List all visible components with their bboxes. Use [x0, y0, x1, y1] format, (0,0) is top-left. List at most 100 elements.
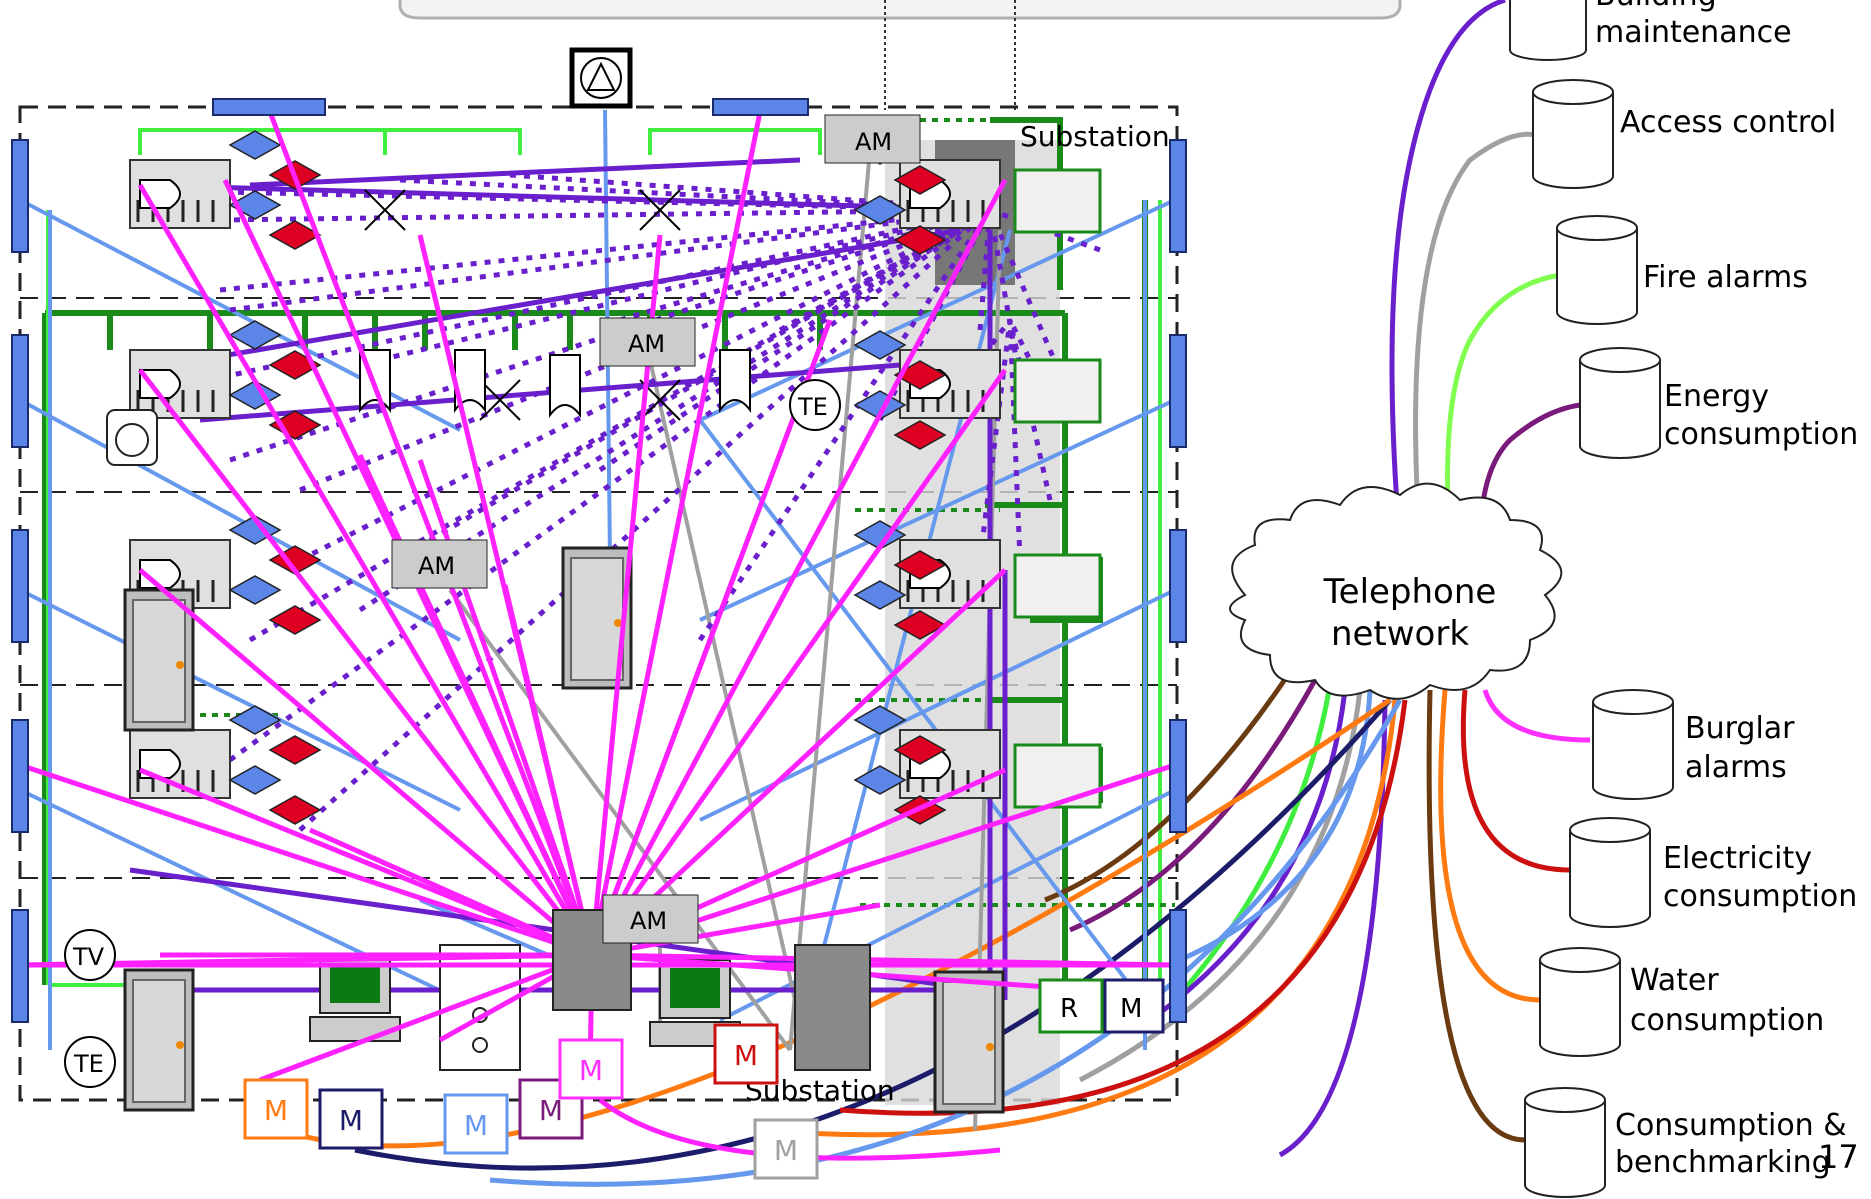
db-label: Building [1595, 0, 1717, 13]
window-sensor-left [12, 910, 28, 1022]
window-sensor-left [12, 335, 28, 447]
am-label: AM [855, 128, 892, 156]
database-electricity-consumption: Electricity consumption [1570, 818, 1857, 927]
window-sensor-left [12, 720, 28, 832]
motion-sensor-icon [230, 576, 280, 604]
control-panel [130, 350, 230, 418]
magenta-line [270, 112, 592, 955]
te-label: TE [73, 1050, 104, 1078]
door-handle [986, 1043, 994, 1051]
relay-controller [1015, 360, 1100, 422]
cloud-label-line1: Telephone [1323, 572, 1497, 612]
meter-label: M [339, 1104, 363, 1137]
magenta-line [360, 455, 592, 955]
meter-label: M [774, 1134, 798, 1167]
am-label: AM [630, 907, 667, 935]
am-label: AM [628, 330, 665, 358]
db-label: Electricity [1663, 841, 1812, 876]
purple-line [250, 160, 800, 185]
meter-label: M [734, 1039, 758, 1072]
te-outlet: TE [790, 380, 840, 430]
tv-label: TV [72, 943, 105, 971]
am-module: AM [825, 115, 920, 163]
te-label: TE [797, 393, 828, 421]
db-label: Consumption & [1615, 1108, 1847, 1143]
window-sensor-right [1170, 910, 1186, 1022]
meter-box: M [560, 1040, 622, 1098]
alarm-sensor-icon [270, 606, 320, 634]
central-controller-2 [795, 945, 870, 1070]
te-outlet: TE [65, 1037, 115, 1087]
valve-icon [640, 190, 680, 230]
telephone-network-cloud: Telephone network [1230, 484, 1561, 699]
magenta-line [592, 112, 760, 955]
database-energy-consumption: Energy consumption [1580, 348, 1858, 458]
meter-box: M [1105, 980, 1163, 1032]
meter-label: M [1120, 994, 1142, 1024]
cabinet-knob [473, 1038, 487, 1052]
door-handle [176, 1041, 184, 1049]
door-panel [133, 980, 185, 1102]
am-label: AM [418, 552, 455, 580]
db-label: consumption [1663, 879, 1857, 914]
window-sensor-right [1170, 530, 1186, 642]
detector-icon [720, 350, 750, 410]
computer-screen [670, 968, 720, 1008]
meter-box: M [245, 1080, 307, 1138]
top-frame [400, 0, 1400, 18]
db-label: Energy [1664, 379, 1769, 414]
relay-box: R [1040, 980, 1102, 1032]
window-sensor-right [1170, 335, 1186, 447]
keyboard [310, 1017, 400, 1041]
cloud-label-line2: network [1331, 614, 1469, 654]
valve-icon [365, 190, 405, 230]
window-sensor-left [12, 530, 28, 642]
am-module: AM [600, 318, 695, 366]
database-building-maintenance: Building maintenance [1510, 0, 1792, 60]
alarm-siren-icon [572, 50, 630, 106]
motion-sensor-icon [230, 766, 280, 794]
meters: MMMMMMM [245, 1025, 817, 1178]
db-label: Water [1630, 963, 1719, 998]
page-number: 17 [1818, 1138, 1859, 1176]
door-panel [133, 600, 185, 722]
database-water-consumption: Water consumption [1540, 948, 1824, 1056]
door-handle [176, 661, 184, 669]
db-label: consumption [1664, 417, 1858, 452]
db-label: benchmarking [1615, 1145, 1831, 1180]
meter-label: M [579, 1054, 603, 1087]
window-sensor-right [1170, 720, 1186, 832]
meter-box: M [445, 1095, 507, 1153]
db-label: Access control [1620, 105, 1836, 140]
pump-circle [116, 424, 148, 456]
am-module: AM [603, 895, 698, 943]
window-sensor-right [1170, 140, 1186, 252]
db-label: alarms [1685, 750, 1787, 785]
alarm-sensor-icon [270, 736, 320, 764]
db-label: maintenance [1595, 15, 1792, 50]
top-sensor-left [213, 99, 325, 115]
meter-box: M [320, 1090, 382, 1148]
motion-sensor-icon [230, 131, 280, 159]
meter-box: M [715, 1025, 777, 1083]
meter-label: M [464, 1109, 488, 1142]
database-fire-alarms: Fire alarms [1557, 216, 1808, 324]
purple-line [140, 230, 960, 370]
window-sensor-left [12, 140, 28, 252]
relay-controller [1015, 170, 1100, 232]
door-panel [571, 558, 623, 680]
motion-sensor-icon [230, 706, 280, 734]
door-panel [943, 982, 995, 1104]
meter-box: M [755, 1120, 817, 1178]
computer-screen [330, 963, 380, 1003]
database-access-control: Access control [1533, 80, 1836, 188]
motion-sensor-icon [230, 321, 280, 349]
am-module: AM [392, 540, 487, 588]
db-label: Fire alarms [1643, 260, 1808, 295]
relay-controller [1015, 555, 1100, 617]
database-consumption-benchmarking: Consumption & benchmarking [1525, 1088, 1847, 1197]
substation-label: Substation [1020, 120, 1170, 153]
tv-outlet: TV [65, 930, 115, 980]
db-label: Burglar [1685, 711, 1795, 746]
